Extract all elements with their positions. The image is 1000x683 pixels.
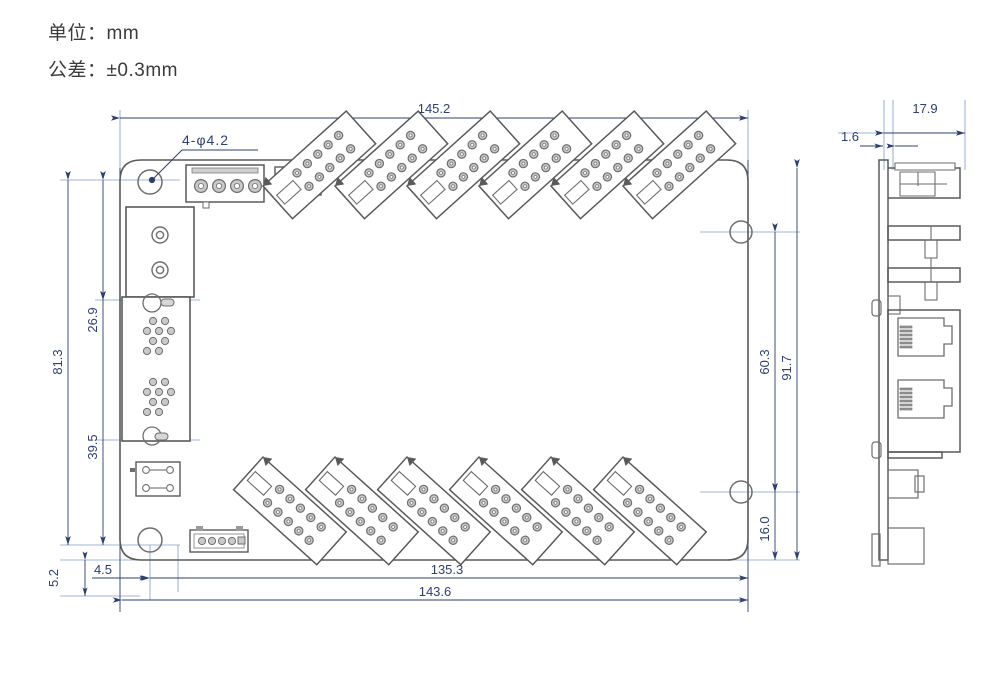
- dim-bottom-vertical: 5.2: [46, 569, 61, 587]
- dim-bottom-inner: 135.3: [431, 562, 464, 577]
- unit-note: 单位：mm: [48, 23, 140, 44]
- connector-bank-bottom: [232, 455, 708, 566]
- dim-right-bottom: 16.0: [757, 516, 772, 541]
- dim-right-inner: 60.3: [757, 349, 772, 374]
- dim-left-upper: 26.9: [85, 307, 100, 332]
- pcb-top-view: [119, 109, 753, 566]
- module-lower-shield: [121, 293, 191, 446]
- dim-bottom-overall: 143.6: [419, 584, 452, 599]
- via-cluster-bottom: [142, 377, 176, 417]
- terminal-block-4pos: [185, 164, 265, 209]
- dim-top-overall: 145.2: [418, 101, 451, 116]
- dim-right-overall: 91.7: [779, 355, 794, 380]
- hole-callout-leader: [148, 149, 258, 184]
- via-cluster-top: [142, 316, 176, 356]
- connector-5pin: [189, 526, 249, 553]
- dim-left-overall: 81.3: [50, 349, 65, 374]
- rj45-jack-bottom: [897, 379, 953, 419]
- tolerance-note: 公差：±0.3mm: [48, 60, 178, 81]
- dim-side-thickness: 1.6: [841, 129, 859, 144]
- connector-bank-top: [261, 109, 737, 220]
- rj45-jack-top: [897, 317, 953, 357]
- dim-left-offset: 4.5: [94, 562, 112, 577]
- hole-callout-text: 4-φ4.2: [182, 132, 229, 148]
- dimension-text-layer: 145.2 81.3 26.9 39.5 60.3 91.7 16.0 135.…: [46, 101, 938, 599]
- mounting-hole: [137, 169, 753, 553]
- component-4hole: [130, 461, 181, 497]
- dim-side-depth: 17.9: [912, 101, 937, 116]
- dim-left-lower: 39.5: [85, 434, 100, 459]
- pcb-side-view: [871, 159, 961, 567]
- module-upper: [125, 206, 195, 298]
